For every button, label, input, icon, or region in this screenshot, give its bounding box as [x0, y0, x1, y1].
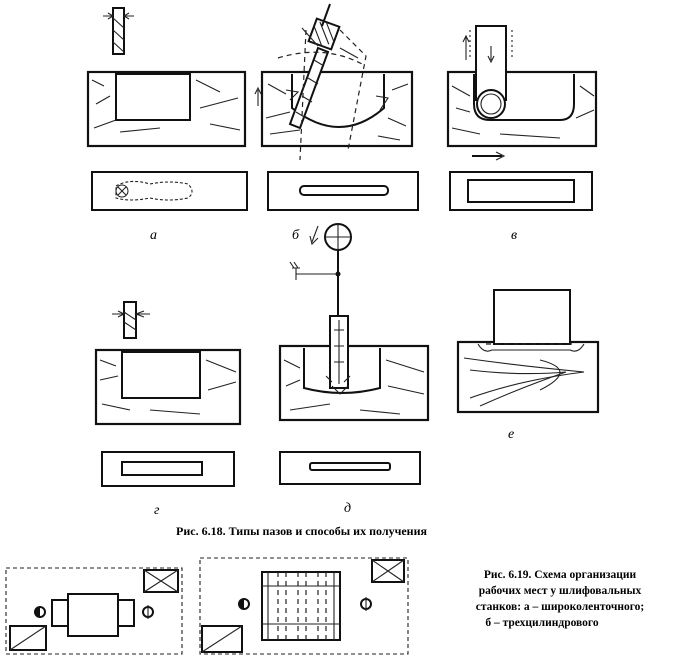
panel-b-angled-drilling: б [254, 3, 419, 243]
panel-d-chain-mortiser: д [278, 223, 430, 516]
panel-e-sawn-slot: е [456, 289, 600, 442]
panel-a-drill-tool [103, 7, 134, 55]
panel-v-workpiece-plan [449, 171, 593, 211]
caption-fig-6-19-line-3: станков: а – широколенточного; [476, 601, 644, 613]
panel-b-swing-arcs [254, 27, 367, 161]
caption-fig-6-19-line-2: рабочих мест у шлифовальных [479, 585, 642, 597]
panel-g-workpiece-plan [101, 451, 235, 487]
panel-g-workpiece-section [94, 348, 242, 426]
panel-v-cutter [462, 25, 513, 161]
panel-g-tool [112, 301, 150, 339]
panel-d-workpiece-plan [279, 451, 421, 485]
caption-fig-6-19-line-4: б – трехцилиндрового [485, 617, 599, 629]
label-panel-a: а [150, 228, 157, 243]
panel-d-linkage [289, 223, 352, 318]
label-panel-e: е [508, 427, 514, 442]
layout-b-three-cylinder-sander [199, 557, 409, 655]
label-panel-g: г [154, 503, 160, 518]
panel-d-chain-bar [325, 315, 351, 395]
operator-position-right-b [360, 597, 372, 611]
caption-fig-6-18: Рис. 6.18. Типы пазов и способы их получ… [176, 524, 427, 538]
panel-b-workpiece-section [260, 70, 414, 148]
label-panel-v: в [511, 228, 517, 243]
panel-b-angled-drill [288, 3, 341, 130]
panel-a-workpiece-section [86, 70, 247, 148]
layout-a-wide-belt-sander [5, 567, 183, 655]
panel-b-workpiece-plan [267, 171, 419, 211]
panel-a-workpiece-plan [91, 171, 248, 211]
operator-position-right [142, 605, 154, 619]
label-panel-d: д [344, 501, 351, 516]
panel-d-workpiece-section [278, 344, 430, 422]
panel-g-wide-slot: г [94, 301, 242, 518]
operator-position-left [34, 606, 46, 618]
label-panel-b: б [292, 228, 300, 243]
panel-a-drilling-slot: а [86, 7, 248, 243]
panel-v-workpiece-section [446, 70, 598, 148]
operator-position-left-b [238, 598, 250, 610]
caption-fig-6-19-line-1: Рис. 6.19. Схема организации [484, 569, 637, 581]
panel-v-milling: в [446, 25, 598, 243]
caption-fig-6-19: Рис. 6.19. Схема организации рабочих мес… [476, 569, 644, 629]
panel-e-workpiece-section [456, 289, 600, 414]
